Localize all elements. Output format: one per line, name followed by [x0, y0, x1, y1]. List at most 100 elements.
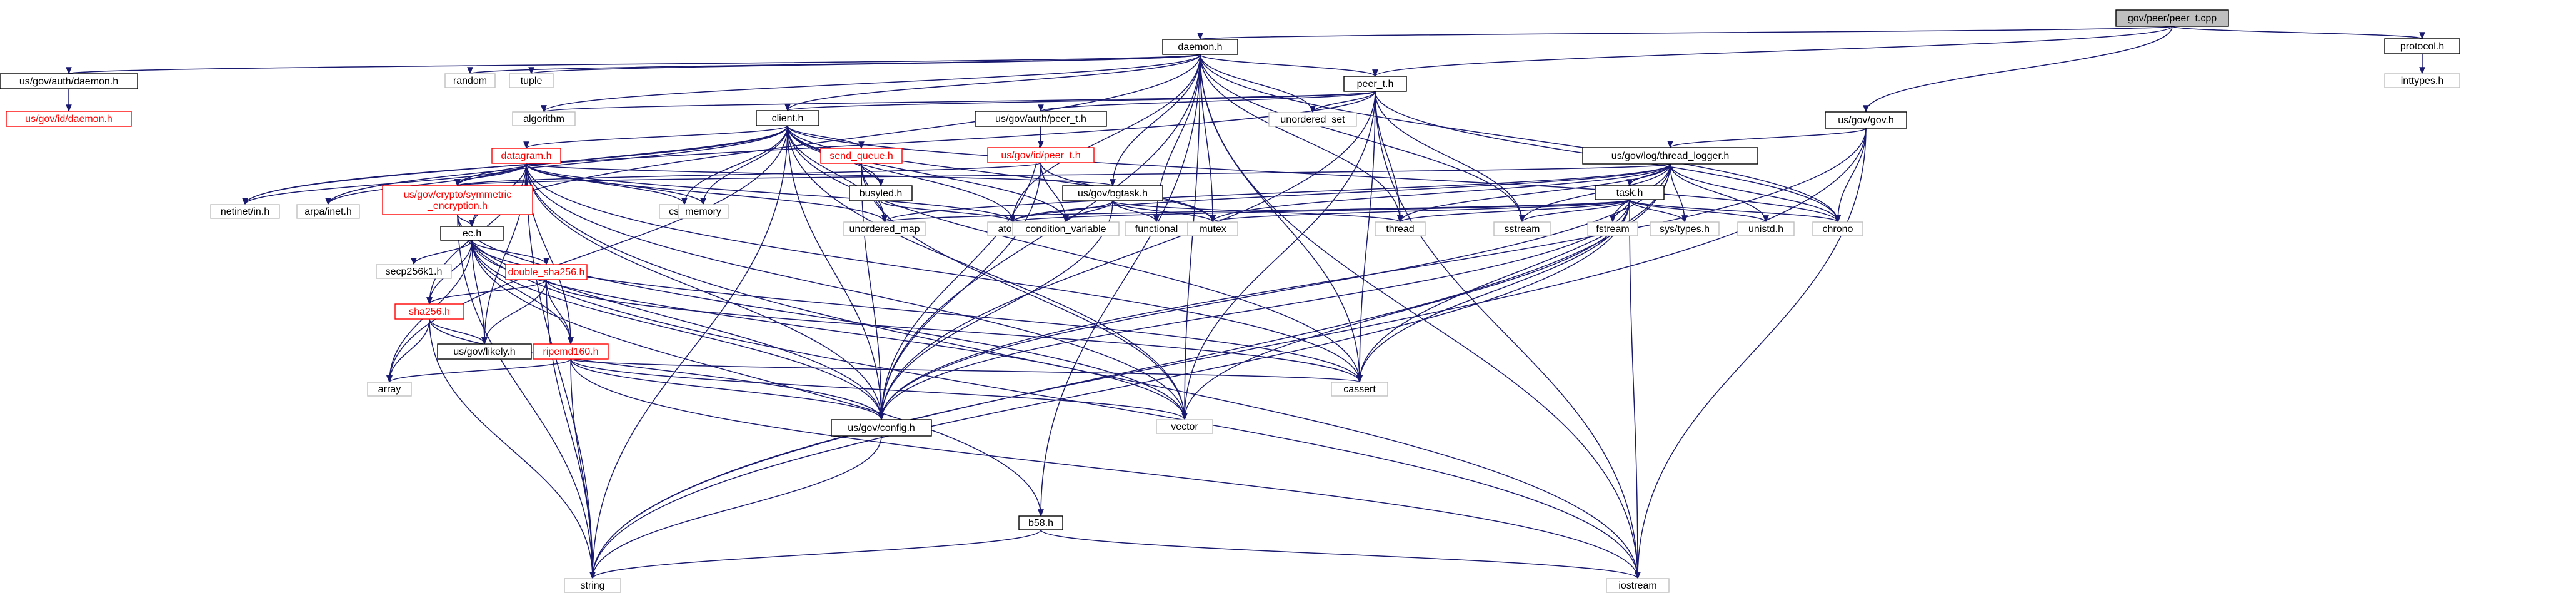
- node-box: [678, 204, 729, 219]
- node-label: array: [378, 384, 401, 395]
- node-label: b58.h: [1028, 518, 1053, 529]
- node-config-h[interactable]: us/gov/config.h: [831, 419, 932, 437]
- node-double-sha256-h[interactable]: double_sha256.h: [505, 264, 588, 280]
- node-label: us/gov/auth/peer_t.h: [995, 114, 1086, 124]
- node-chrono[interactable]: chrono: [1812, 221, 1863, 236]
- node-unordered-set[interactable]: unordered_set: [1268, 112, 1357, 127]
- node-sstream[interactable]: sstream: [1493, 221, 1551, 236]
- node-label: protocol.h: [2400, 41, 2444, 52]
- node-condition-variable[interactable]: condition_variable: [1012, 221, 1120, 236]
- edge-thread-logger-h-to-thread: [1397, 163, 1671, 223]
- node-id-peer-t-h[interactable]: us/gov/id/peer_t.h: [987, 147, 1095, 163]
- node-label: memory: [685, 206, 721, 217]
- node-bgtask-h[interactable]: us/gov/bgtask.h: [1062, 185, 1163, 201]
- node-box: [756, 110, 819, 126]
- node-box: [564, 578, 621, 593]
- edge-thread-logger-h-to-task-h: [1626, 163, 1671, 187]
- node-unistd-h[interactable]: unistd.h: [1737, 221, 1795, 236]
- edge-us-gov-gov-h-to-iostream: [1635, 128, 1867, 580]
- node-label: inttypes.h: [2401, 76, 2443, 86]
- node-string[interactable]: string: [564, 578, 621, 593]
- node-box: [1156, 419, 1213, 434]
- edge-daemon-h-to-thread: [1200, 54, 1403, 223]
- node-likely-h[interactable]: us/gov/likely.h: [437, 343, 532, 360]
- node-auth-daemon-h[interactable]: us/gov/auth/daemon.h: [0, 73, 138, 89]
- edge-bgtask-h-to-mutex: [1112, 200, 1216, 223]
- node-label: client.h: [772, 113, 804, 124]
- edge-thread-logger-h-to-sys-types-h: [1670, 163, 1688, 223]
- node-ripemd160-h[interactable]: ripemd160.h: [533, 343, 609, 360]
- node-vector[interactable]: vector: [1156, 419, 1213, 434]
- node-label: unistd.h: [1748, 224, 1783, 235]
- edge-daemon-h-to-vector: [1181, 54, 1201, 421]
- node-cassert[interactable]: cassert: [1331, 382, 1388, 397]
- node-fstream[interactable]: fstream: [1587, 221, 1638, 236]
- edge-task-h-to-sstream: [1519, 199, 1630, 223]
- node-secp256k1-h[interactable]: secp256k1.h: [376, 264, 452, 279]
- node-array[interactable]: array: [367, 382, 412, 397]
- node-sha256-h[interactable]: sha256.h: [394, 303, 464, 320]
- node-random[interactable]: random: [444, 73, 496, 88]
- edge-task-h-to-string: [589, 199, 1630, 580]
- node-box: [1012, 221, 1120, 236]
- node-task-h[interactable]: task.h: [1595, 185, 1665, 200]
- node-sys-types-h[interactable]: sys/types.h: [1650, 221, 1720, 236]
- node-arpa-inet-h[interactable]: arpa/inet.h: [296, 204, 360, 219]
- edge-client-h-to-mutex: [787, 125, 1216, 223]
- edge-symmetric-enc-h-to-string: [457, 214, 596, 580]
- node-box: [367, 382, 412, 397]
- node-box: [444, 73, 496, 88]
- edge-id-peer-t-h-to-config-h: [878, 162, 1041, 421]
- edge-symmetric-enc-h-to-iostream: [457, 214, 1641, 580]
- node-iostream[interactable]: iostream: [1606, 578, 1670, 593]
- node-send-queue-h[interactable]: send_queue.h: [820, 148, 903, 164]
- edge-peer-t-h-to-iostream: [1375, 91, 1641, 580]
- node-label: double_sha256.h: [508, 267, 585, 278]
- edge-task-h-to-chrono: [1629, 199, 1841, 223]
- node-box: [210, 204, 280, 219]
- edge-thread-logger-h-to-unordered-map: [881, 163, 1671, 223]
- node-symmetric-enc-h[interactable]: us/gov/crypto/symmetric_encryption.h: [382, 185, 533, 215]
- node-label: send_queue.h: [829, 151, 893, 161]
- node-us-gov-gov-h[interactable]: us/gov/gov.h: [1825, 111, 1907, 129]
- edge-client-h-to-cassert: [787, 125, 1363, 383]
- edge-peer-t-h-to-thread: [1375, 91, 1403, 223]
- node-box: [1493, 221, 1551, 236]
- node-datagram-h[interactable]: datagram.h: [491, 148, 561, 164]
- node-client-h[interactable]: client.h: [756, 110, 819, 126]
- node-algorithm[interactable]: algorithm: [512, 111, 576, 126]
- node-thread-logger-h[interactable]: us/gov/log/thread_logger.h: [1582, 147, 1758, 165]
- edge-peer-t-cpp-to-peer-t-h: [1372, 26, 2173, 78]
- edge-config-h-to-string: [589, 435, 882, 580]
- node-peer-t-cpp[interactable]: gov/peer/peer_t.cpp: [2115, 9, 2229, 27]
- node-auth-peer-t-h[interactable]: us/gov/auth/peer_t.h: [975, 111, 1107, 127]
- node-b58-h[interactable]: b58.h: [1018, 515, 1063, 530]
- node-box: [509, 73, 554, 88]
- edge-task-h-to-unistd-h: [1629, 199, 1769, 223]
- node-label: gov/peer/peer_t.cpp: [2128, 13, 2217, 24]
- node-label: sstream: [1505, 224, 1540, 235]
- node-functional[interactable]: functional: [1125, 221, 1188, 236]
- edge-ec-h-to-b58-h: [471, 240, 1044, 517]
- node-protocol-h[interactable]: protocol.h: [2384, 38, 2460, 54]
- node-daemon-h[interactable]: daemon.h: [1162, 39, 1238, 55]
- node-thread[interactable]: thread: [1375, 221, 1426, 236]
- node-id-daemon-h[interactable]: us/gov/id/daemon.h: [6, 111, 132, 127]
- node-unordered-map[interactable]: unordered_map: [843, 221, 926, 236]
- node-memory[interactable]: memory: [678, 204, 729, 219]
- edge-task-h-to-config-h: [878, 199, 1630, 421]
- node-box: [1595, 185, 1665, 200]
- node-inttypes-h[interactable]: inttypes.h: [2384, 73, 2460, 88]
- node-label: ec.h: [463, 228, 481, 239]
- edge-sha256-h-to-string: [429, 318, 596, 580]
- node-label: sys/types.h: [1660, 224, 1710, 235]
- node-netinet-in-h[interactable]: netinet/in.h: [210, 204, 280, 219]
- node-tuple[interactable]: tuple: [509, 73, 554, 88]
- node-mutex[interactable]: mutex: [1187, 221, 1238, 236]
- node-peer-t-h[interactable]: peer_t.h: [1343, 76, 1407, 92]
- node-label: chrono: [1823, 224, 1853, 235]
- node-ec-h[interactable]: ec.h: [440, 226, 504, 241]
- node-busyled-h[interactable]: busyled.h: [849, 185, 913, 201]
- node-label: thread: [1386, 224, 1414, 235]
- node-label: us/gov/log/thread_logger.h: [1611, 151, 1730, 161]
